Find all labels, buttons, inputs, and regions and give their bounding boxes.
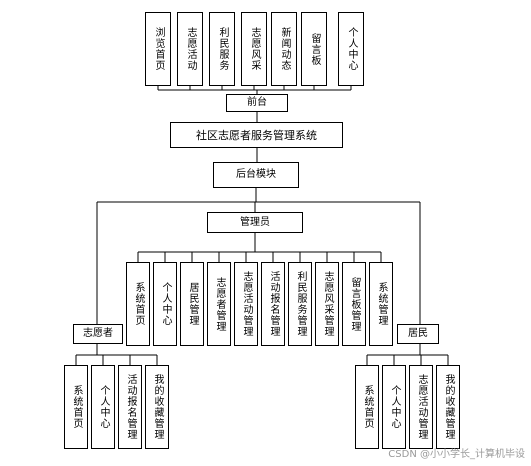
admin-node: 管理员 bbox=[207, 212, 303, 233]
frontend-module: 新闻动态 bbox=[271, 12, 297, 86]
frontend-module: 个人中心 bbox=[338, 12, 364, 86]
admin-module: 居民管理 bbox=[180, 262, 204, 346]
volunteer-module: 个人中心 bbox=[91, 365, 115, 449]
resident-module: 志愿活动管理 bbox=[409, 365, 433, 449]
admin-module: 利民服务管理 bbox=[288, 262, 312, 346]
frontend-module: 志愿风采 bbox=[241, 12, 267, 86]
resident-module: 我的收藏管理 bbox=[436, 365, 460, 449]
frontend-module: 志愿活动 bbox=[177, 12, 203, 86]
admin-module: 志愿活动管理 bbox=[234, 262, 258, 346]
volunteer-module: 系统首页 bbox=[64, 365, 88, 449]
frontend-module: 浏览首页 bbox=[145, 12, 171, 86]
frontend-node: 前台 bbox=[226, 94, 288, 112]
admin-module: 系统管理 bbox=[369, 262, 393, 346]
resident-node: 居民 bbox=[397, 324, 439, 344]
watermark: CSDN @小小学长_计算机毕设 bbox=[388, 449, 525, 460]
frontend-module: 利民服务 bbox=[209, 12, 235, 86]
admin-module: 留言板管理 bbox=[342, 262, 366, 346]
system-title-node: 社区志愿者服务管理系统 bbox=[170, 122, 343, 148]
volunteer-module: 活动报名管理 bbox=[118, 365, 142, 449]
resident-module: 系统首页 bbox=[355, 365, 379, 449]
frontend-module: 留言板 bbox=[301, 12, 327, 86]
backend-node: 后台模块 bbox=[213, 162, 299, 188]
admin-module: 系统首页 bbox=[126, 262, 150, 346]
admin-module: 志愿者管理 bbox=[207, 262, 231, 346]
volunteer-node: 志愿者 bbox=[73, 324, 123, 344]
volunteer-module: 我的收藏管理 bbox=[145, 365, 169, 449]
admin-module: 志愿风采管理 bbox=[315, 262, 339, 346]
admin-module: 活动报名管理 bbox=[261, 262, 285, 346]
admin-module: 个人中心 bbox=[153, 262, 177, 346]
resident-module: 个人中心 bbox=[382, 365, 406, 449]
